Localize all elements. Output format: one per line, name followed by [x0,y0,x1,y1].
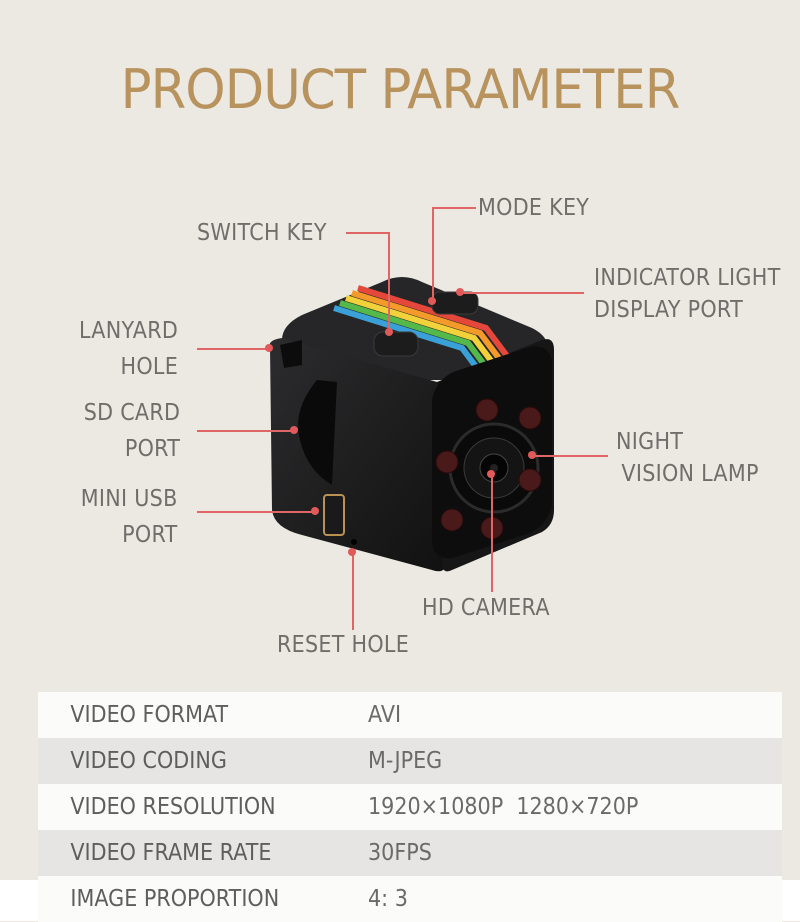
spec-value: M-JPEG [368,748,443,774]
mini-usb-dot [311,507,319,515]
spec-row: VIDEO CODING M-JPEG [38,738,782,784]
reset-hole-dot [348,548,356,556]
spec-label: IMAGE PROPORTION [70,886,280,912]
label-mini-usb-port: MINI USB PORT [81,486,178,548]
spec-value: 4: 3 [368,886,408,912]
label-night-vision-lamp: NIGHT VISION LAMP [616,429,759,487]
lanyard-line [197,348,269,350]
label-reset-hole: RESET HOLE [277,632,410,658]
mini-usb-line [197,511,315,513]
switch-key-line-h [346,232,389,234]
sd-card-dot [290,426,298,434]
spec-row: VIDEO RESOLUTION 1920×1080P 1280×720P [38,784,782,830]
lanyard-dot [265,344,273,352]
indicator-dot [456,288,464,296]
mode-key-line-v [432,207,434,299]
label-switch-key: SWITCH KEY [197,220,327,246]
switch-key-line-v [388,232,390,334]
spec-value: AVI [368,702,402,728]
label-sd-card-port: SD CARD PORT [83,400,180,462]
spec-label: VIDEO FRAME RATE [70,840,272,866]
spec-value: 1920×1080P 1280×720P [368,794,639,820]
sd-card-line [197,430,294,432]
spec-row: VIDEO FRAME RATE 30FPS [38,830,782,876]
night-vision-line [532,455,608,457]
night-vision-dot [528,451,536,459]
camera-image [269,277,554,572]
label-indicator-light: INDICATOR LIGHT DISPLAY PORT [594,265,781,323]
mode-key-dot [428,297,436,305]
reset-hole-line [352,552,354,630]
label-hd-camera: HD CAMERA [422,595,550,621]
spec-row: IMAGE PROPORTION 4: 3 [38,876,782,922]
hd-camera-dot [487,470,495,478]
label-lanyard-hole: LANYARD HOLE [78,318,178,380]
switch-key-dot [385,328,393,336]
spec-value: 30FPS [368,840,432,866]
spec-row: VIDEO FORMAT AVI [38,692,782,738]
label-mode-key: MODE KEY [478,195,590,221]
page-title: PRODUCT PARAMETER [120,58,681,121]
hd-camera-line [491,474,493,592]
spec-label: VIDEO FORMAT [70,702,229,728]
mode-key-line-h [432,207,476,209]
spec-table: VIDEO FORMAT AVI VIDEO CODING M-JPEG VID… [38,692,782,922]
spec-label: VIDEO RESOLUTION [70,794,276,820]
spec-label: VIDEO CODING [70,748,227,774]
indicator-line [460,292,584,294]
